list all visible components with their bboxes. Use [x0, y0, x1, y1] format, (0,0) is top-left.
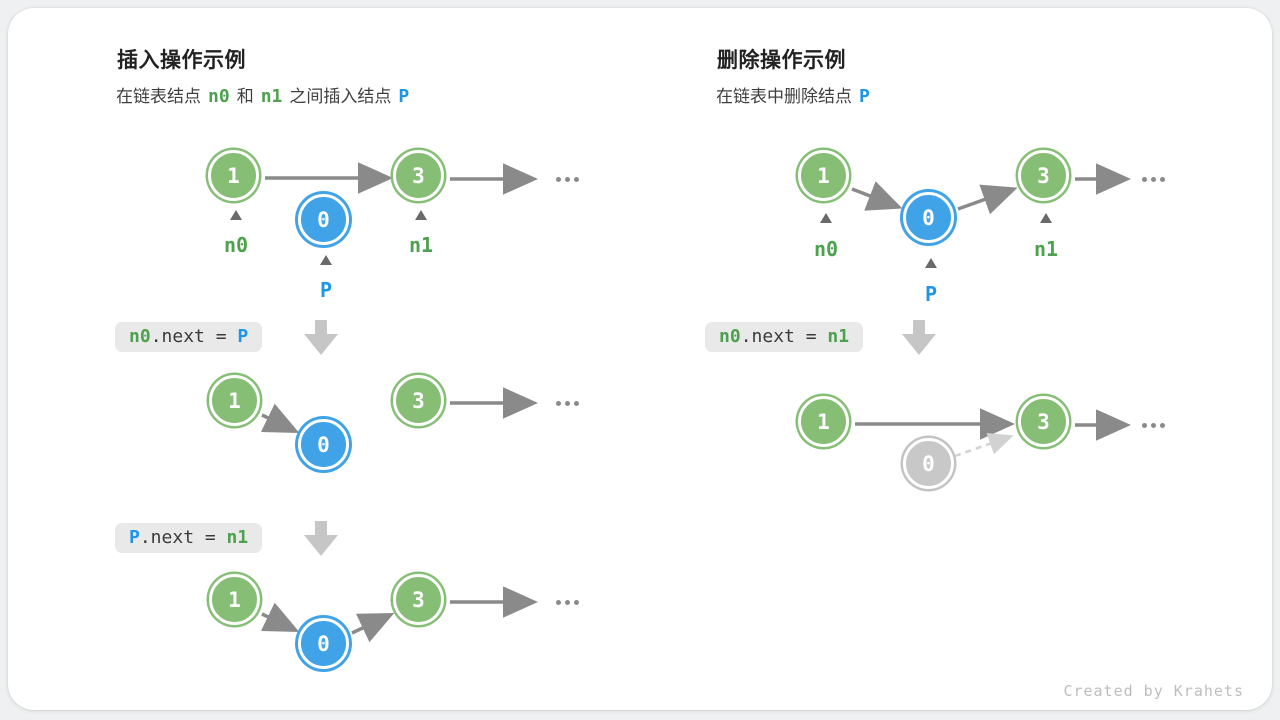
list-node-3: 3 — [393, 574, 444, 625]
pointer-label-n0: n0 — [223, 233, 249, 257]
caret-up-icon — [320, 255, 332, 265]
list-node-3: 3 — [1018, 396, 1069, 447]
list-node-1: 1 — [209, 375, 260, 426]
pointer-label-n1: n1 — [408, 233, 434, 257]
list-node-3: 3 — [393, 150, 444, 201]
pointer-label-n1: n1 — [1033, 237, 1059, 261]
n0-token: n0 — [208, 86, 230, 107]
n1-token: n1 — [260, 86, 283, 107]
block-down-arrow-icon — [304, 320, 338, 355]
p-token: P — [398, 86, 410, 107]
code-token: .next = — [139, 527, 227, 548]
node-value: 0 — [317, 432, 330, 457]
code-token: .next = — [740, 326, 828, 347]
ellipsis-dots — [1142, 423, 1165, 428]
code-chip-n0-next-p: n0.next = P — [115, 322, 263, 352]
caret-up-icon — [230, 210, 242, 220]
list-node-1: 1 — [798, 396, 849, 447]
delete-panel-title: 删除操作示例 — [717, 49, 846, 72]
node-value: 3 — [412, 388, 425, 413]
block-down-arrow-icon — [902, 320, 936, 355]
subtitle-text: 之间插入结点 — [289, 87, 392, 106]
list-node-1: 1 — [209, 574, 260, 625]
credit-text: Created by Krahets — [1063, 682, 1244, 700]
subtitle-text: 和 — [236, 87, 254, 106]
node-value: 1 — [228, 388, 241, 413]
list-node-1: 1 — [208, 150, 259, 201]
node-value: 3 — [1037, 163, 1050, 188]
list-node-p: 0 — [298, 419, 349, 470]
ellipsis-dots — [556, 401, 579, 406]
list-node-p-removed: 0 — [903, 438, 954, 489]
ellipsis-dots — [556, 600, 579, 605]
code-token: P — [129, 527, 140, 548]
list-node-p: 0 — [903, 192, 954, 243]
node-value: 3 — [412, 587, 425, 612]
code-token: P — [237, 326, 249, 347]
p-token: P — [859, 86, 870, 107]
list-node-1: 1 — [798, 150, 849, 201]
delete-panel-subtitle: 在链表中删除结点 P — [716, 82, 877, 107]
node-value: 1 — [227, 163, 240, 188]
ellipsis-dots — [556, 177, 579, 182]
list-node-p: 0 — [298, 618, 349, 669]
caret-up-icon — [925, 258, 937, 268]
code-chip-p-next-n1: P.next = n1 — [115, 523, 263, 553]
code-token: n1 — [226, 527, 249, 548]
subtitle-text: 在链表中删除结点 — [716, 87, 852, 106]
code-token: .next = — [150, 326, 238, 347]
node-value: 1 — [817, 163, 830, 188]
pointer-label-p: P — [924, 282, 938, 306]
code-token: n0 — [719, 326, 741, 347]
code-token: n1 — [827, 326, 850, 347]
node-value: 0 — [922, 205, 935, 230]
pointer-label-p: P — [319, 278, 333, 302]
insert-panel-subtitle: 在链表结点 n0 和 n1 之间插入结点 P — [116, 82, 416, 107]
caret-up-icon — [820, 213, 832, 223]
node-value: 0 — [922, 451, 935, 476]
caret-up-icon — [415, 210, 427, 220]
diagram-card — [8, 8, 1272, 710]
pointer-label-n0: n0 — [813, 237, 839, 261]
subtitle-text: 在链表结点 — [116, 87, 201, 106]
code-token: n0 — [129, 326, 151, 347]
caret-up-icon — [1040, 213, 1052, 223]
node-value: 3 — [1037, 409, 1050, 434]
node-value: 0 — [317, 207, 330, 232]
code-chip-n0-next-n1: n0.next = n1 — [705, 322, 864, 352]
ellipsis-dots — [1142, 177, 1165, 182]
node-value: 1 — [817, 409, 830, 434]
list-node-3: 3 — [393, 375, 444, 426]
node-value: 1 — [228, 587, 241, 612]
node-value: 3 — [412, 163, 425, 188]
list-node-p: 0 — [298, 194, 349, 245]
list-node-3: 3 — [1018, 150, 1069, 201]
block-down-arrow-icon — [304, 521, 338, 556]
node-value: 0 — [317, 631, 330, 656]
insert-panel-title: 插入操作示例 — [117, 49, 246, 72]
